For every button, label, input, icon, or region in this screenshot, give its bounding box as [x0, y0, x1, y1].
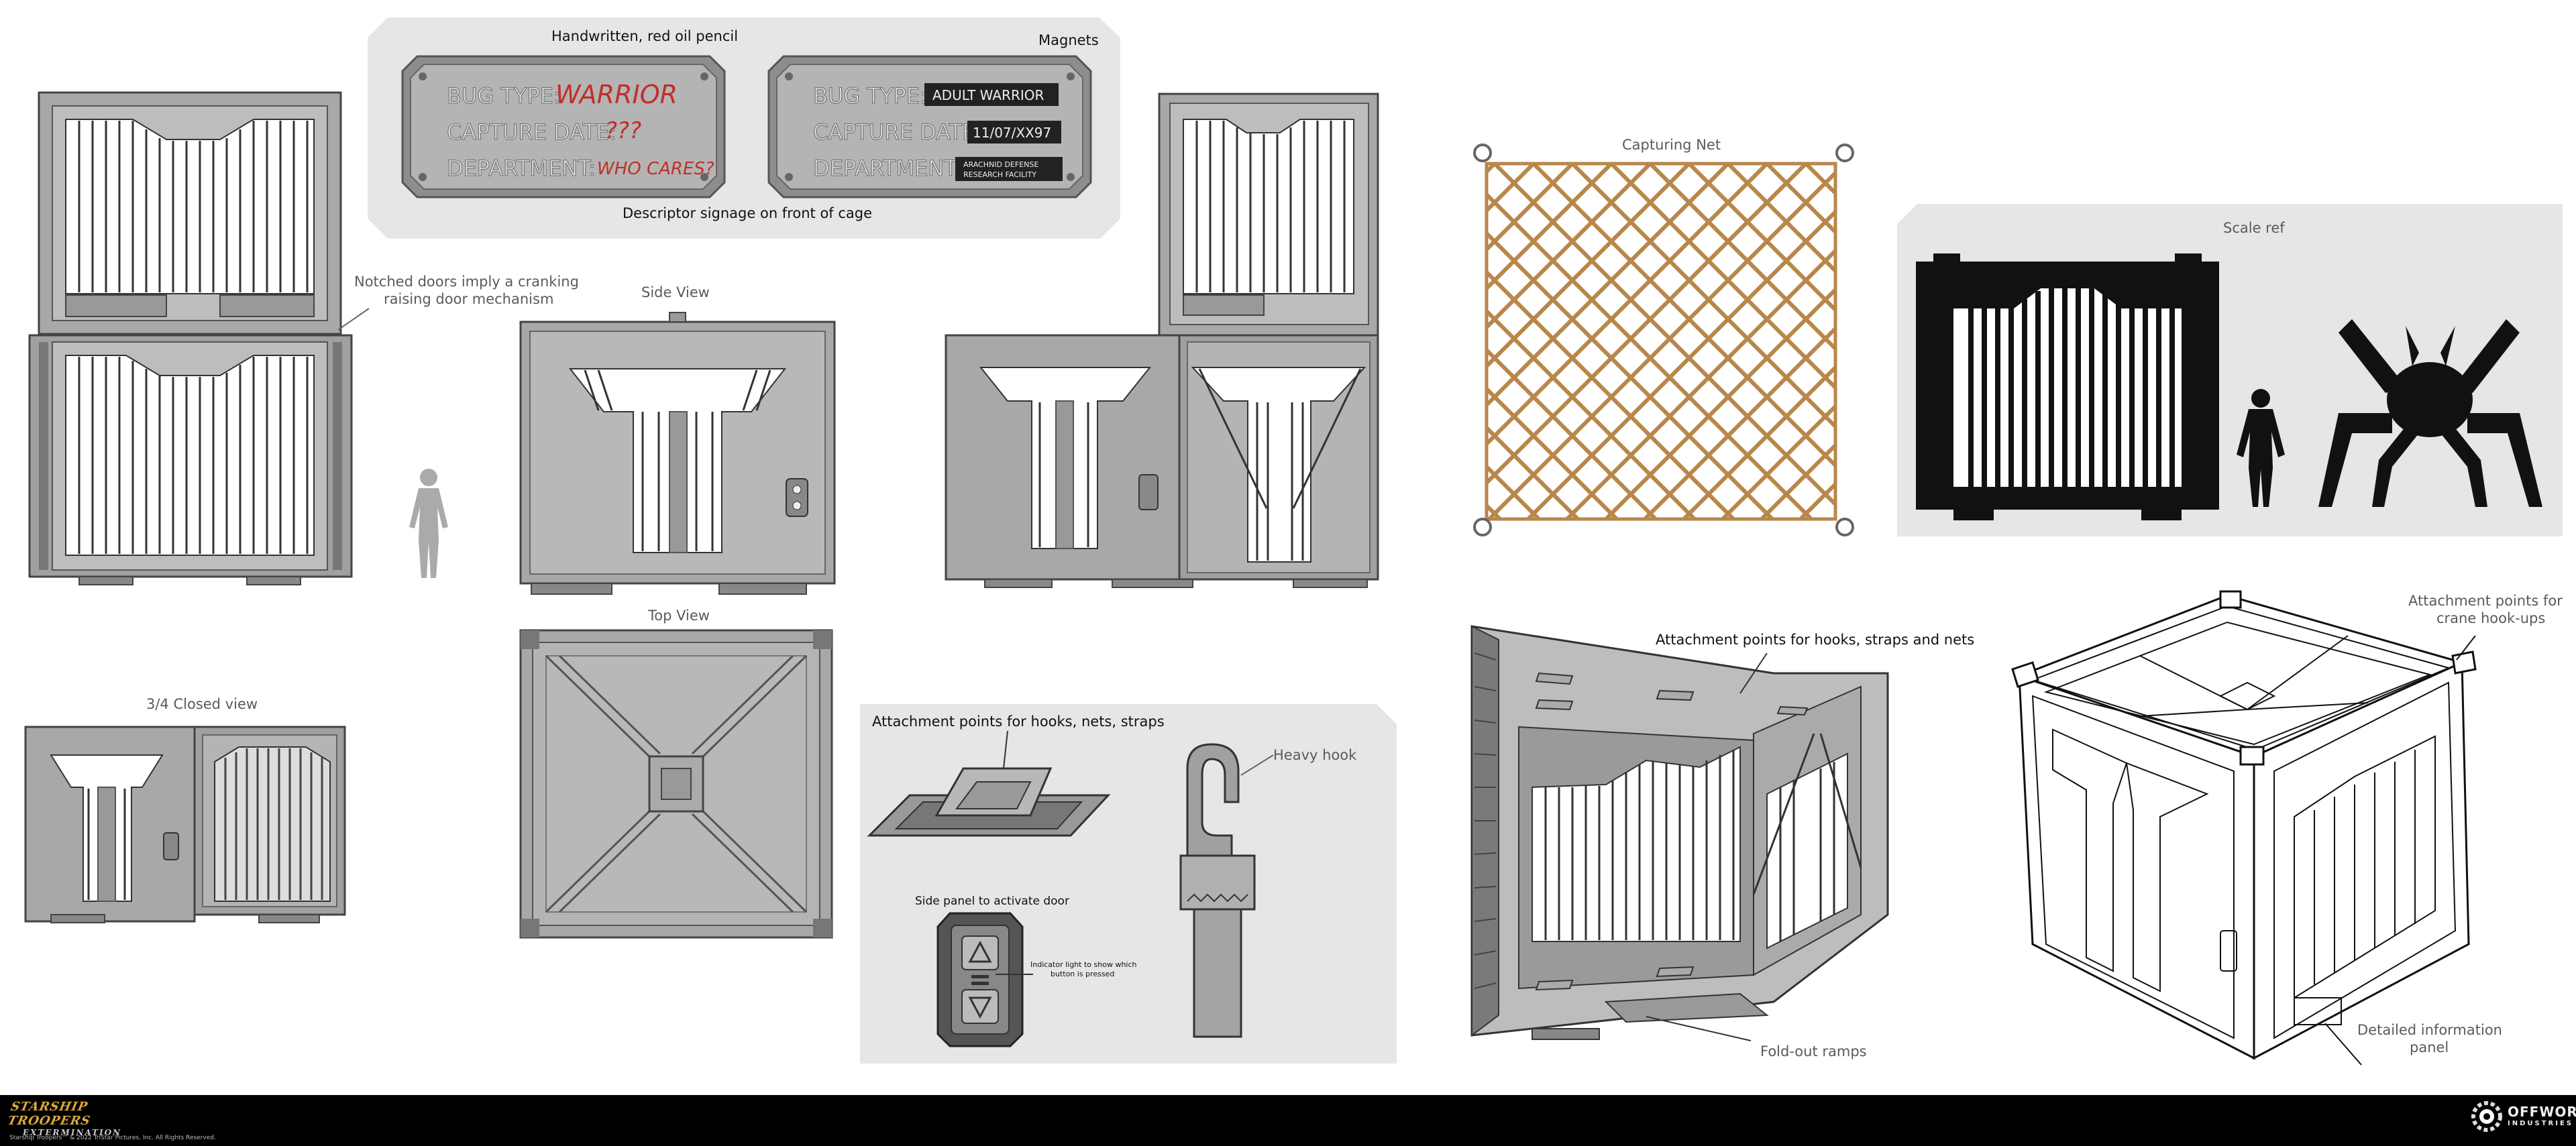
notched-pointer-line [337, 308, 370, 331]
net-strand [1719, 403, 1835, 519]
capturing-net-label: Capturing Net [1622, 137, 1721, 153]
top-view-label: Top View [648, 608, 710, 624]
plate-left-bug-value: WARRIOR [555, 80, 678, 109]
stacked-cages-perspective [945, 93, 1379, 588]
closed-view-cage [24, 726, 346, 923]
indicator-pointer-line [996, 974, 1033, 975]
studio-logo-text: OFFWORLD INDUSTRIES [2508, 1104, 2576, 1127]
notched-doors-label-1: Notched doors imply a cranking [354, 274, 579, 290]
indicator-label-2: button is pressed [1051, 970, 1115, 978]
plate-right-dept-value-1: ARACHNID DEFENSE [963, 160, 1038, 169]
detailed-panel-label-2: panel [2410, 1039, 2449, 1055]
net-strand [1487, 164, 1652, 331]
plate-left-dept-value: WHO CARES? [597, 159, 714, 179]
plate-right-dept-value-2: RESEARCH FACILITY [963, 170, 1036, 179]
front-view-stacked-cages [28, 91, 353, 585]
net-strand [1487, 386, 1620, 519]
net-strand [1532, 164, 1835, 469]
net-strand [1609, 164, 1835, 391]
net-strand [1564, 247, 1835, 519]
crane-hookups-label-2: crane hook-ups [2436, 610, 2546, 626]
net-strand [1758, 442, 1835, 519]
net-strand [1487, 170, 1835, 519]
net-strand [1603, 286, 1835, 519]
plate-right-bug-value: ADULT WARRIOR [932, 87, 1044, 103]
net-strand [1487, 308, 1698, 519]
descriptor-label: Descriptor signage on front of cage [623, 205, 873, 221]
net-strand [1687, 164, 1835, 313]
heavy-hook-label: Heavy hook [1273, 747, 1357, 763]
net-strand [1487, 164, 1769, 447]
handwritten-label: Handwritten, red oil pencil [551, 28, 739, 44]
net-strand [1487, 424, 1581, 519]
side-view-cage [519, 312, 836, 595]
footer-bar [0, 1095, 2576, 1146]
net-strand [1680, 364, 1835, 519]
side-view-label: Side View [641, 284, 710, 300]
plate-left-bug-label: BUG TYPE: [447, 83, 561, 109]
magnets-label: Magnets [1038, 32, 1099, 48]
open-cage-perspective [1470, 625, 1889, 1041]
detailed-panel-label-1: Detailed information [2357, 1022, 2502, 1038]
plate-right-capture-label: CAPTURE DATE: [813, 119, 983, 145]
studio-logo-line1: OFFWORLD [2508, 1104, 2576, 1120]
capturing-net [1473, 144, 1854, 536]
notched-doors-label-2: raising door mechanism [384, 291, 554, 307]
attachment-point-sketch [867, 730, 1111, 837]
plate-left-capture-label: CAPTURE DATE: [447, 119, 616, 145]
lineart-isometric-cage [2011, 590, 2477, 1066]
attach-hooks-nets-straps-label: Attachment points for hooks, nets, strap… [872, 713, 1165, 730]
net-strand [1648, 164, 1835, 352]
net-strand [1642, 325, 1835, 519]
human-scale-silhouette [409, 469, 448, 578]
net-strand [1487, 164, 1730, 408]
plate-right-capture-value: 11/07/XX97 [973, 125, 1051, 141]
copyright-text: Starship Troopers™ & 2022 TriStar Pictur… [9, 1135, 216, 1141]
fold-out-ramps-label: Fold-out ramps [1760, 1043, 1867, 1059]
game-logo-line1: STARSHIP TROOPERS [6, 1100, 92, 1128]
net-strand [1487, 164, 1613, 292]
handwritten-plate: BUG TYPE: WARRIOR CAPTURE DATE: ??? DEPA… [401, 55, 726, 198]
heavy-hook-sketch [1179, 743, 1274, 1038]
plate-left-capture-value: ??? [605, 117, 641, 144]
net-strand [1726, 164, 1835, 274]
plate-left-dept-label: DEPARTMENT: [447, 156, 596, 181]
indicator-label-1: Indicator light to show which [1030, 960, 1137, 969]
net-strand [1487, 164, 1808, 486]
offworld-gear-icon [2471, 1101, 2502, 1132]
net-strand [1487, 230, 1776, 519]
attach-hooks-straps-nets-label: Attachment points for hooks, straps and … [1656, 632, 1975, 648]
scale-ref-label: Scale ref [2223, 220, 2285, 236]
net-strand [1487, 463, 1542, 519]
closed-view-label: 3/4 Closed view [146, 696, 258, 712]
game-logo-line2: EXTERMINATION [23, 1128, 121, 1137]
net-strand [1525, 209, 1835, 519]
crane-hookups-label-1: Attachment points for [2408, 593, 2563, 609]
door-control-panel [936, 912, 1024, 1047]
studio-logo-line2: INDUSTRIES [2508, 1120, 2573, 1127]
side-panel-label: Side panel to activate door [915, 895, 1069, 908]
net-strand [1493, 164, 1835, 508]
net-strand [1487, 269, 1737, 519]
plate-right-dept-label: DEPARTMENT: [813, 156, 962, 181]
scale-ref-human-silhouette [2237, 389, 2285, 507]
top-view-cage [519, 629, 833, 939]
net-strand [1765, 164, 1835, 235]
scale-ref-bug-silhouette [2318, 319, 2542, 507]
game-logo: STARSHIP TROOPERS EXTERMINATION [6, 1100, 120, 1137]
net-strand [1487, 191, 1815, 519]
magnet-plate: BUG TYPE: ADULT WARRIOR CAPTURE DATE: 11… [767, 55, 1092, 198]
net-strand [1570, 164, 1835, 430]
scale-ref-cage-silhouette [1916, 253, 2219, 520]
net-strand [1487, 164, 1574, 253]
net-strand [1487, 164, 1691, 369]
plate-right-bug-label: BUG TYPE: [813, 83, 927, 109]
